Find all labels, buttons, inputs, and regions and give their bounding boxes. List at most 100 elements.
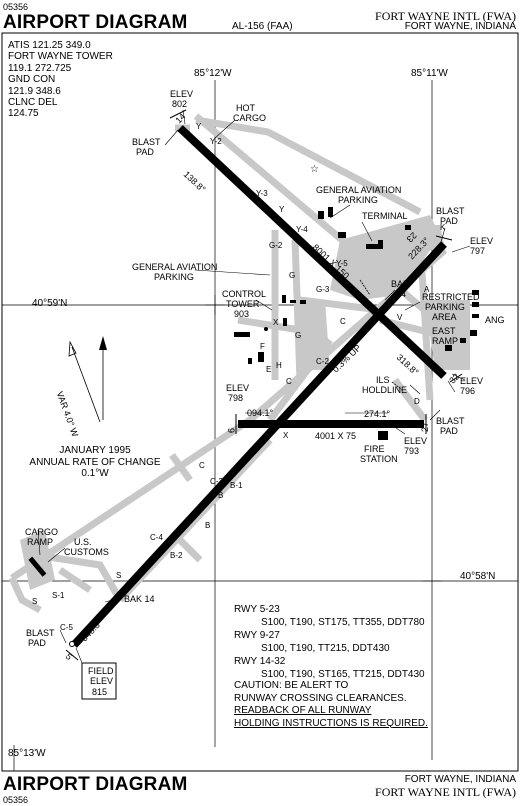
control-tower-label: TOWER bbox=[226, 299, 260, 309]
taxiway-s bbox=[35, 551, 124, 602]
chart-title: AIRPORT DIAGRAM bbox=[3, 12, 188, 33]
runway-id: RWY 14-32 bbox=[234, 656, 286, 667]
terminal-building bbox=[366, 244, 378, 249]
taxiway-label: G-2 bbox=[269, 241, 283, 250]
ils-holdline-label: ILS bbox=[376, 375, 390, 385]
runway-5-23 bbox=[71, 241, 447, 648]
blast-pad-label: BLAST bbox=[436, 206, 465, 216]
caution-line: CAUTION: BE ALERT TO bbox=[234, 680, 349, 691]
elev-802-label: ELEV bbox=[170, 89, 193, 99]
restricted-label: AREA bbox=[432, 312, 457, 322]
us-customs-label: U.S. bbox=[74, 537, 92, 547]
taxiway-label: C-3 bbox=[210, 477, 223, 486]
taxiway-label: G bbox=[295, 331, 301, 340]
runway-strength: S100, T190, ST175, TT355, DDT780 bbox=[261, 617, 425, 628]
caution-line: HOLDING INSTRUCTIONS IS REQUIRED. bbox=[234, 717, 428, 729]
east-ramp-label: EAST bbox=[432, 326, 456, 336]
east-ramp-label: RAMP bbox=[432, 336, 458, 346]
rwy-27-number: 27 bbox=[420, 422, 430, 432]
taxiway-label: Y-4 bbox=[296, 225, 308, 234]
hot-cargo-label: CARGO bbox=[233, 113, 266, 123]
taxiway-label: Y-5 bbox=[336, 259, 348, 268]
ils-holdline-label: HOLDLINE bbox=[362, 385, 407, 395]
taxiway-labels: Y Y-2 Y-3 Y-4 Y-5 Y G-2 G G-3 G C C-2 C … bbox=[32, 122, 446, 632]
taxiway-label: C-4 bbox=[150, 533, 163, 542]
blast-pad-label: BLAST bbox=[132, 137, 161, 147]
freq-line: ATIS 121.25 349.0 bbox=[8, 40, 91, 51]
runway-strength-table: RWY 5-23 S100, T190, ST175, TT355, DDT78… bbox=[234, 603, 425, 681]
caution-note: CAUTION: BE ALERT TO RUNWAY CROSSING CLE… bbox=[234, 680, 428, 730]
building bbox=[338, 232, 346, 238]
restricted-label: RESTRICTED bbox=[422, 292, 480, 302]
elev-793-value: 793 bbox=[404, 446, 419, 456]
runway-id: RWY 5-23 bbox=[234, 604, 280, 615]
magvar-change-value: 0.1°W bbox=[81, 468, 109, 479]
footer-airport: FORT WAYNE INTL (FWA) bbox=[375, 785, 516, 799]
taxiway-label: C-2 bbox=[316, 357, 329, 366]
rwy-9-27-dims: 4001 X 75 bbox=[315, 431, 356, 441]
cargo-ramp-label: CARGO bbox=[25, 527, 58, 537]
blast-pad-label: PAD bbox=[440, 426, 458, 436]
frequency-list: ATIS 121.25 349.0 FORT WAYNE TOWER 119.1… bbox=[8, 40, 113, 120]
taxiway-label: C-5 bbox=[60, 623, 73, 632]
footer-title: AIRPORT DIAGRAM bbox=[3, 774, 188, 795]
apron-areas bbox=[20, 215, 470, 590]
elev-798-label: ELEV bbox=[226, 383, 249, 393]
building bbox=[328, 207, 333, 217]
freq-line: 124.75 bbox=[8, 108, 39, 120]
rwy-9-number: 9 bbox=[226, 428, 236, 433]
leader-lines bbox=[37, 109, 471, 664]
taxiway-label: Y-2 bbox=[210, 137, 222, 146]
building bbox=[318, 211, 324, 219]
blast-pad-label: BLAST bbox=[436, 416, 465, 426]
building bbox=[234, 332, 250, 337]
annual-change-block: JANUARY 1995 ANNUAL RATE OF CHANGE 0.1°W bbox=[0, 445, 190, 480]
control-tower-label: CONTROL bbox=[222, 289, 266, 299]
field-elev-box bbox=[81, 662, 117, 700]
taxiway-label: E bbox=[266, 365, 271, 374]
taxiway-label: V bbox=[397, 313, 403, 322]
blast-pad-label: PAD bbox=[136, 147, 154, 157]
taxiway-label: B bbox=[205, 521, 210, 530]
taxiway-label: Y bbox=[196, 122, 202, 131]
building bbox=[258, 352, 264, 362]
latitude-label: 40°58'N bbox=[460, 571, 496, 582]
heading-094: 094.1° bbox=[247, 408, 274, 418]
taxiway-label: G bbox=[289, 271, 295, 280]
runway-id: RWY 9-27 bbox=[234, 630, 280, 641]
longitude-label: 85°12'W bbox=[194, 68, 232, 79]
latitude-label: 40°59'N bbox=[32, 298, 68, 309]
taxiway-label: X bbox=[273, 318, 279, 327]
runway-row: RWY 5-23 bbox=[234, 603, 425, 616]
taxiway-label: G-3 bbox=[316, 285, 330, 294]
taxiway-y-north bbox=[195, 116, 422, 216]
heading-274: 274.1° bbox=[364, 409, 391, 419]
elev-798-value: 798 bbox=[228, 393, 243, 403]
elev-802-value: 802 bbox=[172, 99, 187, 109]
runway-14-32 bbox=[177, 125, 447, 379]
west-apron bbox=[295, 300, 330, 370]
heading-138: 138.8° bbox=[182, 169, 208, 194]
bak-14-label: -14 bbox=[393, 289, 406, 299]
blast-pad-label: BLAST bbox=[26, 628, 55, 638]
field-elev-value: 815 bbox=[92, 687, 107, 697]
taxiway-y-parallel bbox=[193, 113, 451, 333]
taxiway-label: Y-3 bbox=[256, 189, 268, 198]
cargo-ramp-apron bbox=[20, 530, 55, 590]
grid-ticks bbox=[205, 295, 442, 582]
terminal-building bbox=[378, 240, 383, 249]
taxiway-label: Y bbox=[279, 205, 285, 214]
taxiway-label: S bbox=[32, 597, 37, 606]
blast-pad-label: PAD bbox=[440, 216, 458, 226]
freq-line: GND CON bbox=[8, 74, 56, 86]
caution-line: READBACK OF ALL RUNWAY bbox=[234, 705, 372, 716]
buildings bbox=[28, 207, 479, 577]
taxiway-label: B bbox=[218, 491, 223, 500]
cargo-ramp-label: RAMP bbox=[27, 537, 53, 547]
terminal-label: TERMINAL bbox=[362, 211, 408, 221]
freq-line: CLNC DEL bbox=[8, 97, 58, 109]
chart-serial: 05356 bbox=[3, 2, 29, 12]
taxiway-label: A bbox=[424, 285, 430, 294]
taxiway-label: D bbox=[414, 397, 420, 406]
taxiway-label: B-2 bbox=[170, 551, 183, 560]
